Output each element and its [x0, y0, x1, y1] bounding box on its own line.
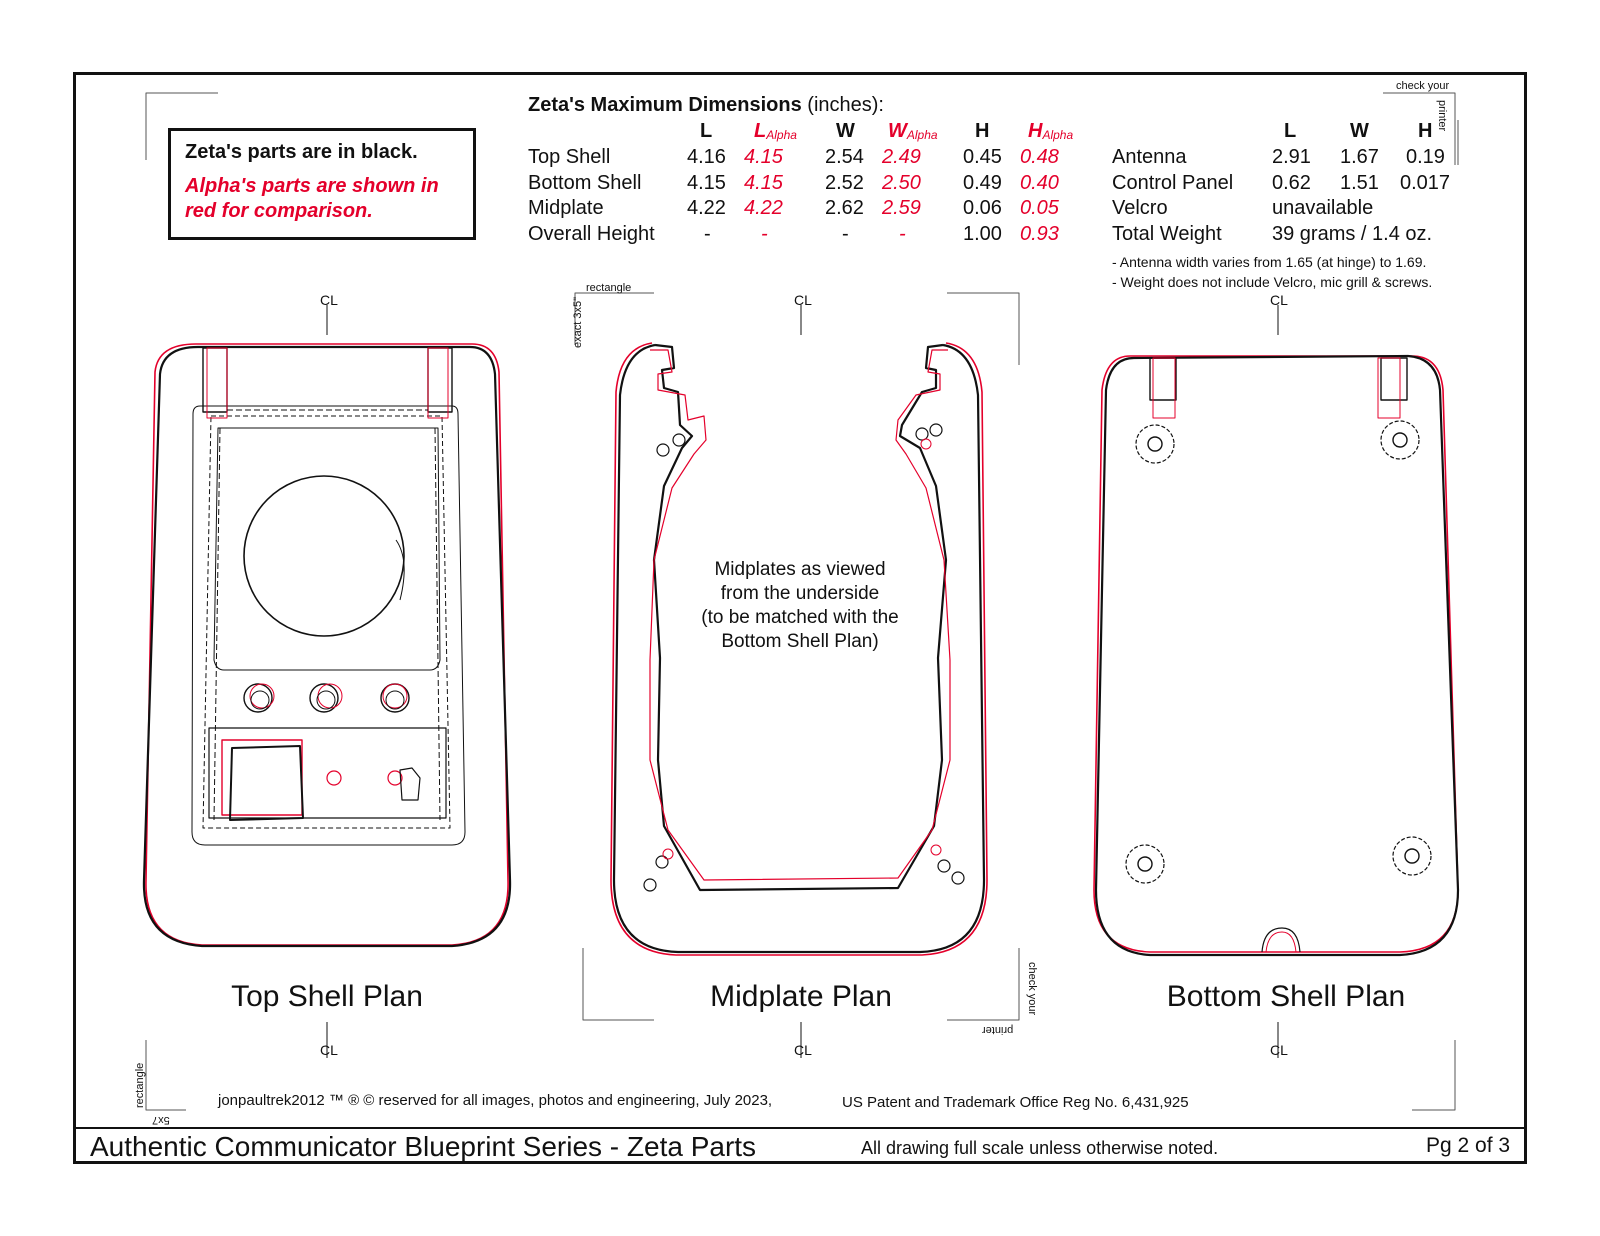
part-name: Antenna: [1112, 146, 1187, 168]
row-L-alpha: 4.22: [744, 197, 783, 219]
row-W: 2.54: [825, 146, 864, 168]
speaker-grill: [243, 475, 405, 637]
printer-mark-check-2: check your: [1026, 962, 1038, 1016]
row-H-alpha: 0.40: [1020, 172, 1059, 194]
bottom-shell-outline-alpha: [1093, 355, 1459, 953]
top-shell-outline-alpha: [145, 343, 509, 946]
row-L: 4.22: [687, 197, 726, 219]
legend-zeta-text: Zeta's parts are in black.: [185, 141, 418, 163]
title-bar: [73, 1127, 1527, 1166]
midplate-note: Midplates as viewed from the underside (…: [680, 558, 920, 654]
row-name: Top Shell: [528, 146, 611, 168]
row-H: 0.45: [963, 146, 1002, 168]
part-H: 0.017: [1400, 172, 1451, 194]
centerline-mark: CL: [794, 1042, 812, 1058]
header-H: H: [975, 120, 990, 142]
centerline-mark: CL: [1270, 1042, 1288, 1058]
legend-alpha-text: Alpha's parts are shown in red for compa…: [185, 175, 439, 222]
midplate-note-line: Midplates as viewed: [714, 559, 886, 580]
row-L-alpha: 4.15: [744, 146, 783, 168]
part-value: 39 grams / 1.4 oz.: [1272, 223, 1433, 245]
parts-header-H: H: [1418, 120, 1433, 142]
top-shell-plan-title: Top Shell Plan: [231, 980, 423, 1013]
printer-mark-rectangle-2: rectangle: [134, 1062, 146, 1108]
header-H-alpha: HAlpha: [1028, 120, 1074, 142]
row-H: 1.00: [963, 223, 1002, 245]
dimensions-title-bold: Zeta's Maximum Dimensions: [528, 94, 802, 116]
parts-note-antenna: - Antenna width varies from 1.65 (at hin…: [1112, 254, 1427, 270]
part-value: unavailable: [1272, 197, 1374, 219]
printer-mark-exact: exact 3x5": [572, 297, 584, 348]
legend-box: Zeta's parts are in black. Alpha's parts…: [168, 128, 476, 240]
part-name: Velcro: [1112, 197, 1168, 219]
row-L: -: [704, 223, 711, 245]
parts-header-L: L: [1284, 120, 1297, 142]
header-L: L: [700, 120, 713, 142]
row-name: Midplate: [528, 197, 604, 219]
row-L: 4.16: [687, 146, 726, 168]
midplate-plan-title: Midplate Plan: [710, 980, 892, 1013]
centerline-mark: CL: [320, 292, 338, 308]
printer-mark-5x7: 5x7: [152, 1114, 170, 1126]
header-L-alpha: LAlpha: [754, 120, 797, 142]
part-H: 0.19: [1406, 146, 1445, 168]
top-shell-outline-zeta: [142, 345, 512, 948]
centerline-mark: CL: [320, 1042, 338, 1058]
row-W-alpha: 2.49: [882, 146, 921, 168]
row-name: Bottom Shell: [528, 172, 642, 194]
row-L: 4.15: [687, 172, 726, 194]
row-W-alpha: 2.50: [882, 172, 921, 194]
midplate-outline-zeta: [612, 343, 986, 954]
row-W: 2.62: [825, 197, 864, 219]
row-W-alpha: 2.59: [882, 197, 921, 219]
row-L-alpha: -: [761, 223, 768, 245]
printer-crop-marks: [145, 92, 1456, 1111]
centerline-mark: CL: [794, 292, 812, 308]
dimensions-title-unit: (inches):: [807, 94, 884, 116]
series-title: Authentic Communicator Blueprint Series …: [90, 1131, 757, 1162]
header-W-alpha: WAlpha: [888, 120, 938, 142]
blueprint-frame: [73, 72, 1527, 1164]
part-name: Control Panel: [1112, 172, 1234, 194]
centerline-mark: CL: [1270, 292, 1288, 308]
row-H-alpha: 0.48: [1020, 146, 1059, 168]
row-L-alpha: 4.15: [744, 172, 783, 194]
row-H: 0.49: [963, 172, 1002, 194]
row-W: -: [842, 223, 849, 245]
midplate-outline-alpha: [610, 342, 988, 956]
part-name: Total Weight: [1112, 223, 1222, 245]
midplate-note-line: (to be matched with the: [701, 607, 899, 628]
printer-mark-printer: printer: [1436, 100, 1448, 132]
scale-note: All drawing full scale unless otherwise …: [861, 1138, 1219, 1158]
part-W: 1.67: [1340, 146, 1379, 168]
bottom-shell-plan: [1093, 305, 1460, 1058]
part-W: 1.51: [1340, 172, 1379, 194]
row-W: 2.52: [825, 172, 864, 194]
row-H: 0.06: [963, 197, 1002, 219]
printer-mark-check: check your: [1396, 80, 1450, 92]
copyright-text: jonpaultrek2012 ™ ® © reserved for all i…: [218, 1092, 773, 1109]
printer-mark-printer-2: printer: [982, 1024, 1014, 1036]
row-H-alpha: 0.05: [1020, 197, 1059, 219]
row-name: Overall Height: [528, 223, 655, 245]
header-W: W: [836, 120, 855, 142]
row-H-alpha: 0.93: [1020, 223, 1059, 245]
dimensions-table-title: Zeta's Maximum Dimensions (inches):: [528, 94, 884, 117]
part-L: 2.91: [1272, 146, 1311, 168]
top-shell-plan: [142, 305, 512, 1058]
midplate-note-line: Bottom Shell Plan): [721, 631, 879, 652]
bottom-shell-outline-zeta: [1094, 354, 1460, 957]
row-W-alpha: -: [899, 223, 906, 245]
parts-header-W: W: [1350, 120, 1369, 142]
printer-mark-rectangle: rectangle: [586, 282, 632, 294]
midplate-plan: [610, 305, 988, 1058]
midplate-note-line: from the underside: [720, 583, 880, 604]
part-L: 0.62: [1272, 172, 1311, 194]
parts-note-weight: - Weight does not include Velcro, mic gr…: [1112, 274, 1433, 290]
bottom-shell-plan-title: Bottom Shell Plan: [1166, 980, 1406, 1013]
patent-text: US Patent and Trademark Office Reg No. 6…: [842, 1094, 1189, 1111]
page-number: Pg 2 of 3: [1426, 1134, 1511, 1157]
